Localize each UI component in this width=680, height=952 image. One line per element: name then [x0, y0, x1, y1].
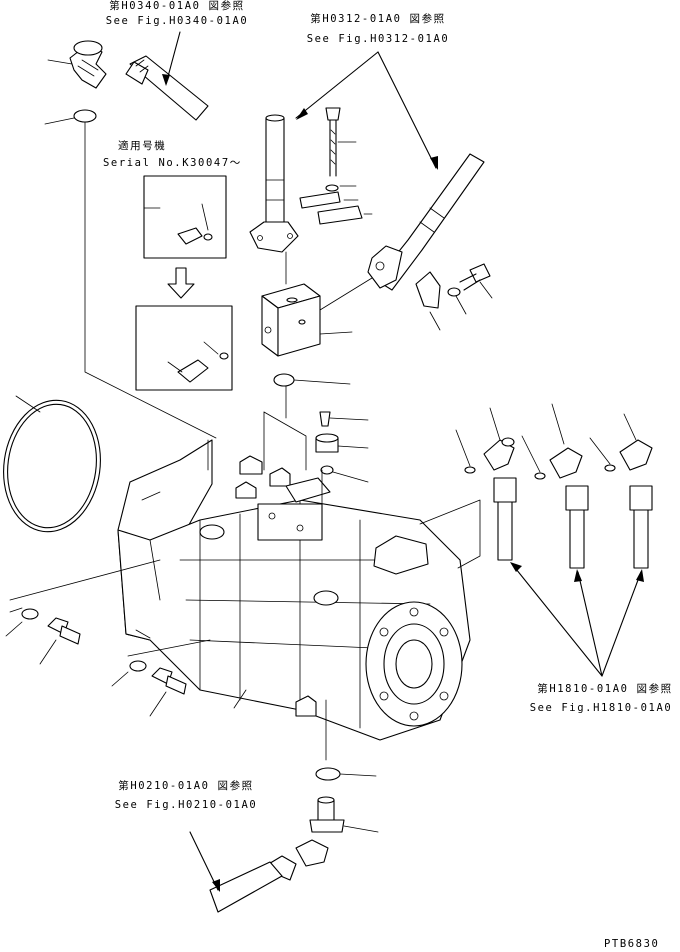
serial-label-en: Serial No.K30047～	[103, 157, 242, 169]
washer-right	[447, 287, 461, 297]
hose-straight-2	[565, 485, 589, 569]
hose-straight-3	[629, 485, 653, 569]
o-ring-small	[73, 109, 97, 123]
ref-h0340-en: See Fig.H0340-01A0	[105, 15, 249, 27]
plug-o-rings	[273, 373, 369, 483]
leaders-h0312	[295, 51, 438, 170]
ref-h0340-jp: 第H0340-01A0 図参照	[109, 0, 245, 12]
straight-tube	[249, 114, 299, 285]
right-fittings	[455, 403, 653, 480]
hose-straight-1	[493, 477, 517, 561]
serial-inset-box	[135, 175, 233, 391]
ref-h1810-jp: 第H1810-01A0 図参照	[537, 683, 673, 695]
bottom-fittings	[189, 767, 379, 913]
o-ring-large	[3, 395, 101, 533]
ref-h0210-en: See Fig.H0210-01A0	[114, 799, 258, 811]
elbow-fitting-top-left	[69, 40, 107, 89]
bolt-right	[429, 263, 493, 331]
bolt-long	[325, 107, 357, 177]
bolts-bottom-left	[5, 608, 187, 717]
split-flange-pair	[299, 185, 373, 225]
hose-top-left	[125, 55, 209, 121]
ref-h1810-en: See Fig.H1810-01A0	[529, 702, 673, 714]
valve-block	[261, 283, 353, 357]
ref-h0210-jp: 第H0210-01A0 図参照	[118, 780, 254, 792]
main-pump	[117, 439, 471, 741]
washer-small	[325, 184, 339, 192]
flange-half-right	[415, 271, 441, 309]
ref-h0312-en: See Fig.H0312-01A0	[306, 33, 450, 45]
serial-label-jp: 適用号機	[118, 140, 167, 152]
ref-h0312-jp: 第H0312-01A0 図参照	[310, 13, 446, 25]
leaders-h1810	[510, 562, 644, 677]
leaders-top-left	[44, 31, 217, 439]
figure-id: PTB6830	[604, 938, 660, 950]
bent-tube	[319, 153, 485, 311]
leaders-pump	[9, 411, 481, 761]
